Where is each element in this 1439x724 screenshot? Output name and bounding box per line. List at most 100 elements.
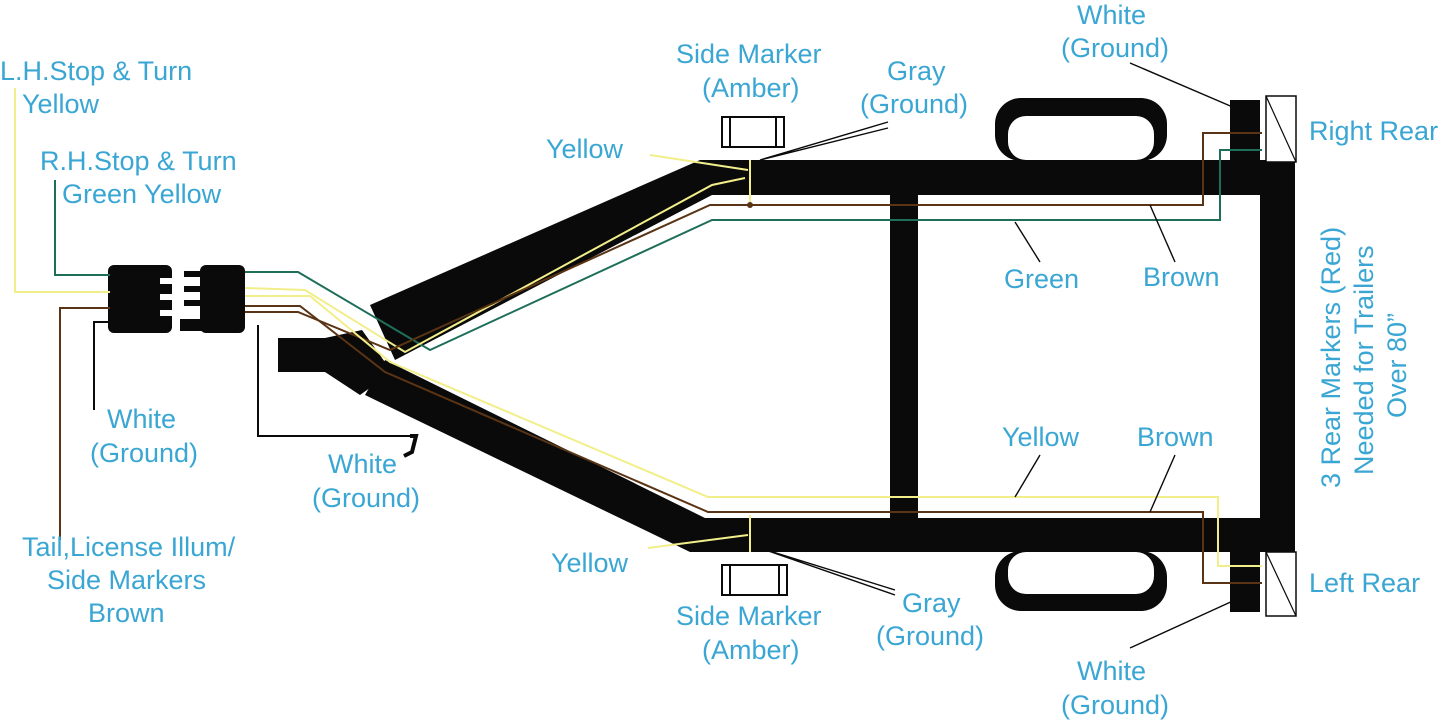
left-rear-lens-diagonal	[1265, 551, 1297, 617]
wire-green-main	[245, 149, 1262, 352]
label-white-ground-tongue-line2: (Ground)	[312, 483, 420, 513]
label-white-ground-bottom-line1: White	[1077, 656, 1146, 686]
label-green: Green	[1004, 264, 1079, 294]
label-white-ground-connector-line2: (Ground)	[90, 438, 198, 468]
leader-white-bottom	[1129, 599, 1236, 649]
wire-green-rh-lead	[54, 180, 110, 276]
label-gray-ground-top-line1: Gray	[887, 56, 946, 86]
trailer-frame	[278, 160, 1295, 552]
trailer-connector-pin-4	[180, 319, 202, 331]
label-white-ground-top: White(Ground)	[1061, 0, 1169, 63]
label-yellow-bottom: Yellow	[551, 548, 629, 578]
wire-brown-tail-lead	[59, 307, 110, 540]
label-white-ground-top-line1: White	[1077, 0, 1146, 30]
vehicle-connector-pin-2	[160, 294, 174, 300]
label-tail-license-line1: Tail,License Illum/	[22, 532, 236, 562]
label-brown-top: Brown	[1143, 262, 1220, 292]
label-right-rear: Right Rear	[1309, 116, 1438, 146]
label-side-marker-top-line1: Side Marker	[676, 39, 822, 69]
leader-lines	[759, 62, 1236, 649]
label-rear-markers-line2: Needed for Trailers	[1349, 245, 1379, 475]
rear-crossmember	[1260, 160, 1295, 552]
tongue-upper-arm	[370, 160, 755, 360]
label-brown-mid: Brown	[1137, 422, 1214, 452]
wire-yellow-top-leader	[649, 154, 749, 171]
connectors	[108, 265, 245, 333]
side-markers	[721, 116, 788, 596]
wire-yellow-lh-lead	[14, 88, 110, 293]
label-lh-stop-turn-line2: Yellow	[22, 89, 100, 119]
trailer-connector-pin-3	[184, 300, 202, 306]
tires	[995, 98, 1167, 611]
label-rh-stop-turn-line2: Green Yellow	[62, 179, 222, 209]
trailer-connector-pin-2	[184, 286, 202, 292]
tongue-lower-arm	[365, 360, 755, 552]
label-white-ground-connector-line1: White	[107, 404, 176, 434]
label-rear-markers-line1: 3 Rear Markers (Red)	[1316, 227, 1346, 488]
leader-gray-bottom	[759, 547, 896, 596]
vehicle-connector-pin-4	[150, 318, 162, 332]
leader-brown-mid	[1149, 454, 1176, 513]
label-gray-ground-top: Gray(Ground)	[860, 56, 968, 119]
label-rear-markers: 3 Rear Markers (Red) Needed for Trailers…	[1316, 227, 1412, 488]
leader-brown-top	[1149, 204, 1176, 263]
tire-bottom-tread	[1008, 552, 1154, 594]
wire-brown-top	[245, 132, 1262, 352]
label-yellow-mid: Yellow	[1002, 422, 1080, 452]
trailer-connector-pin-1	[184, 271, 202, 277]
label-side-marker-top-line2: (Amber)	[702, 73, 800, 103]
side-marker-bottom	[721, 564, 788, 596]
label-gray-ground-bottom-line2: (Ground)	[876, 621, 984, 651]
label-left-rear: Left Rear	[1309, 568, 1420, 598]
wire-brown-bottom	[245, 305, 1262, 584]
label-white-ground-top-line2: (Ground)	[1061, 33, 1169, 63]
wire-yellow-top	[244, 177, 746, 354]
top-rail	[750, 160, 1290, 195]
label-side-marker-bottom-line1: Side Marker	[676, 601, 822, 631]
label-side-marker-bottom: Side Marker (Amber)	[676, 601, 822, 665]
label-white-ground-bottom-line2: (Ground)	[1061, 690, 1169, 720]
label-gray-ground-bottom-line1: Gray	[902, 588, 961, 618]
vehicle-connector	[108, 265, 172, 333]
leader-white-top	[1129, 62, 1236, 109]
label-gray-ground-top-line2: (Ground)	[860, 89, 968, 119]
label-gray-ground-bottom: Gray(Ground)	[876, 588, 984, 651]
label-lh-stop-turn-line1: L.H.Stop & Turn	[0, 56, 192, 86]
label-white-ground-bottom: White (Ground)	[1061, 656, 1169, 720]
right-rear-lens-diagonal	[1265, 95, 1297, 163]
label-white-ground-tongue: White (Ground)	[312, 449, 420, 513]
label-tail-license-line2: Side Markers	[47, 565, 206, 595]
leader-yellow-mid	[1014, 454, 1041, 498]
label-rear-markers-line3: Over 80”	[1382, 313, 1412, 418]
wire-yellow-bottom-leader	[647, 534, 749, 549]
label-side-marker-top: Side Marker (Amber)	[676, 39, 822, 103]
vehicle-connector-pin-1	[160, 278, 174, 284]
label-yellow-top: Yellow	[546, 134, 624, 164]
rear-lights	[1230, 95, 1297, 617]
label-tail-license-line3: Brown	[88, 598, 165, 628]
wires	[14, 88, 1262, 584]
leader-gray-top	[759, 121, 889, 161]
trailer-connector	[200, 265, 245, 333]
center-crossmember	[890, 190, 918, 520]
wire-white-tongue-ground	[257, 325, 410, 437]
label-white-ground-tongue-line1: White	[328, 449, 397, 479]
label-side-marker-bottom-line2: (Amber)	[702, 635, 800, 665]
vehicle-connector-pin-3	[160, 310, 174, 316]
wire-white-ground-lead	[93, 321, 110, 410]
wire-yellow-bottom	[245, 295, 1262, 567]
wire-junction-top	[747, 202, 753, 208]
ground-hook	[403, 434, 419, 458]
label-rh-stop-turn-line1: R.H.Stop & Turn	[40, 146, 237, 176]
tire-top-tread	[1008, 116, 1154, 160]
right-rear-light	[1230, 100, 1260, 162]
label-white-ground-connector: White (Ground)	[90, 404, 198, 468]
leader-green	[1014, 221, 1041, 263]
hitch-coupler	[278, 330, 392, 395]
side-marker-top	[721, 116, 785, 148]
